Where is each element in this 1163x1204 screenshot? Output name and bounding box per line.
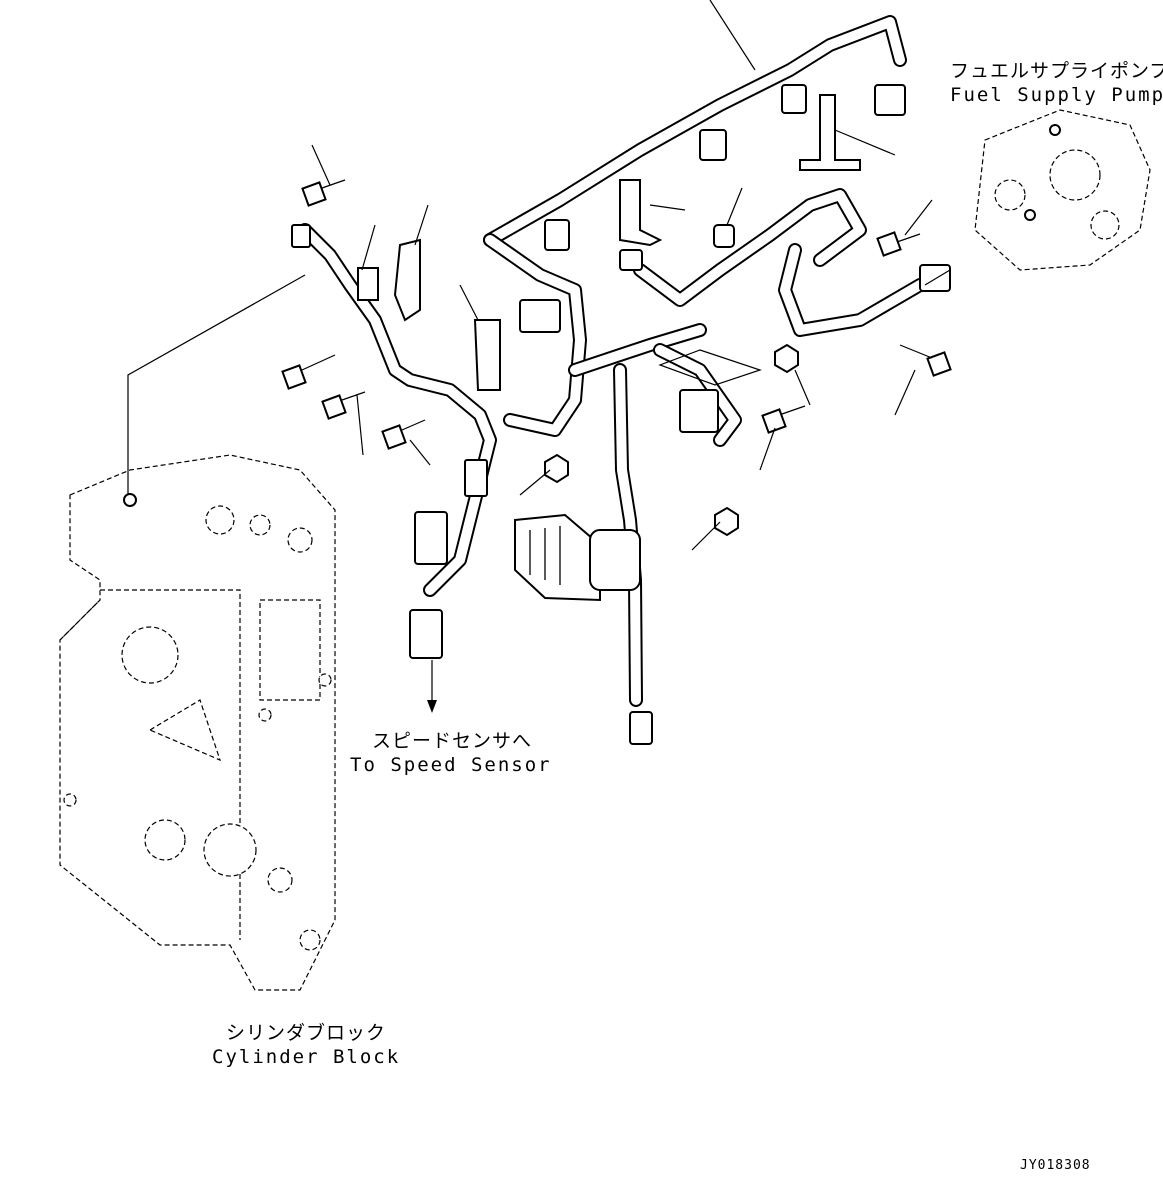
fuel-supply-pump-drawing xyxy=(974,109,1151,271)
speed-sensor-label-jp: スピードセンサへ xyxy=(372,730,533,752)
cylinder-block-drawing xyxy=(59,454,336,991)
cylinder-block-label-en: Cylinder Block xyxy=(212,1046,401,1068)
callout-lines xyxy=(127,0,951,713)
cylinder-block-label-jp: シリンダブロック xyxy=(226,1022,387,1044)
speed-sensor-label-en: To Speed Sensor xyxy=(350,754,552,776)
fuel-supply-pump-label-jp: フュエルサプライポンプ xyxy=(950,60,1163,82)
fuel-supply-pump-label-en: Fuel Supply Pump xyxy=(950,84,1163,106)
drawing-code: JY018308 xyxy=(1020,1158,1091,1173)
bolts xyxy=(281,179,952,537)
